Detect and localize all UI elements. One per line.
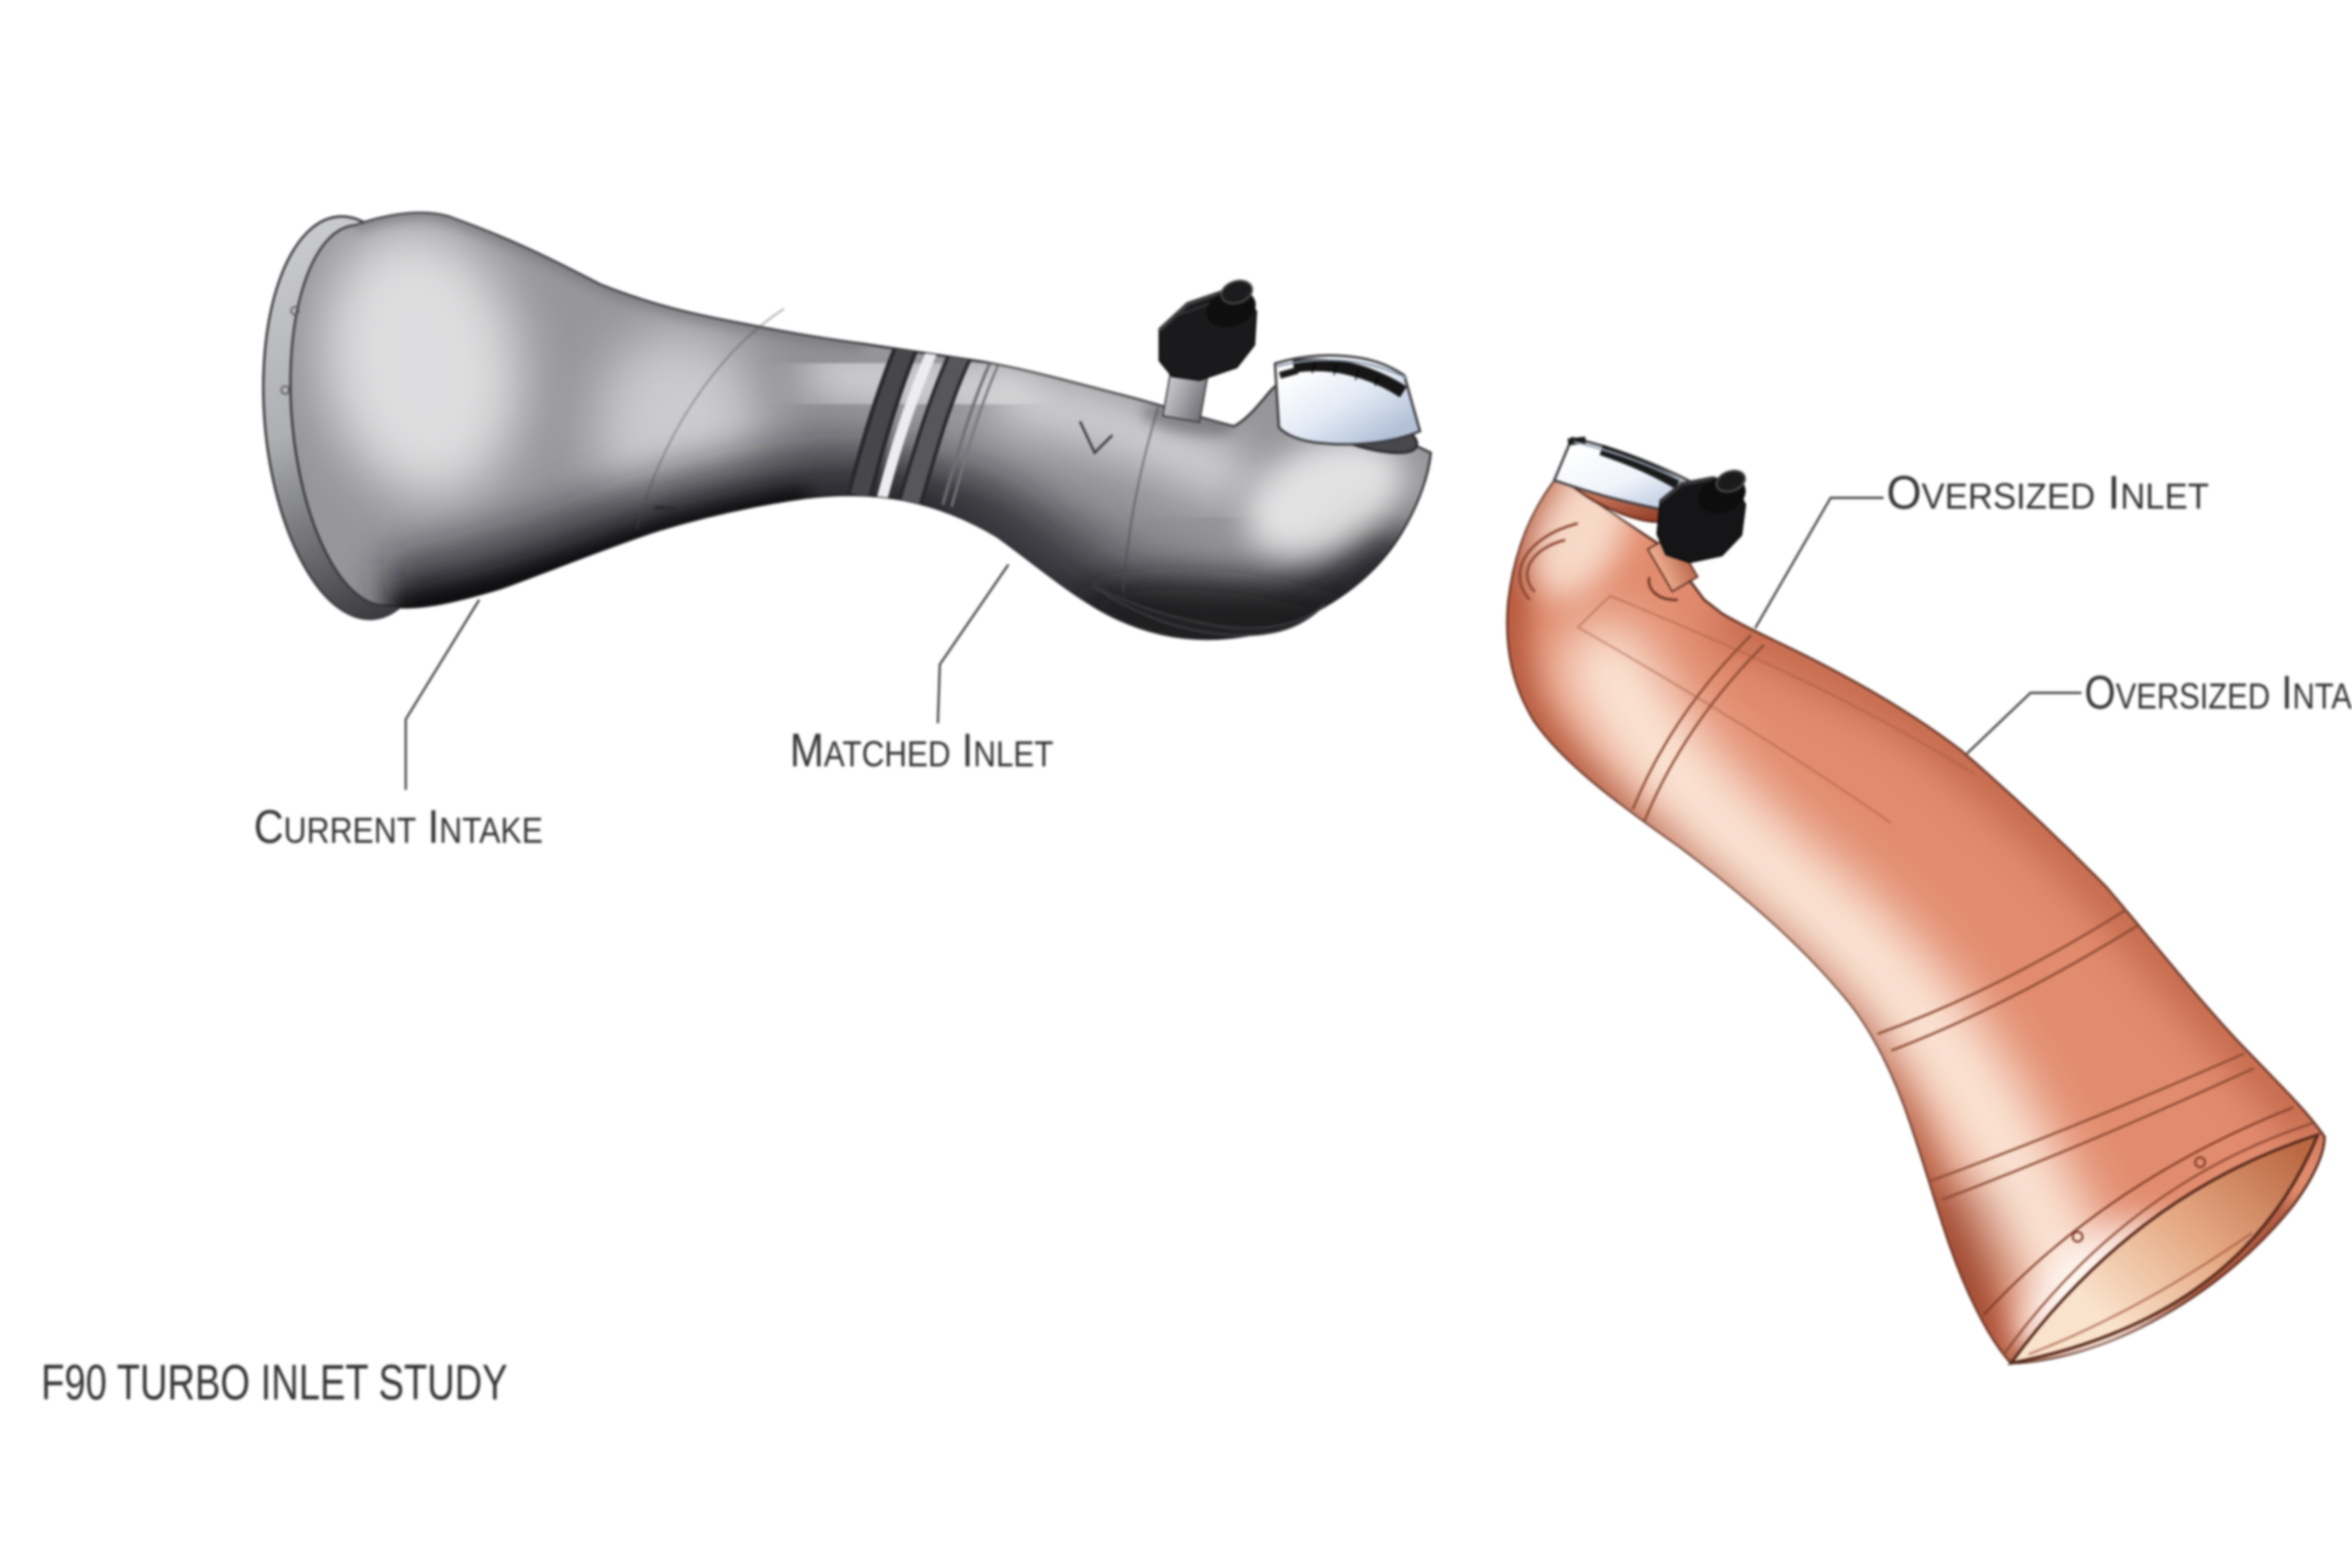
svg-text:MATCHED INLET: MATCHED INLET: [790, 725, 1054, 777]
svg-text:F90 TURBO INLET STUDY: F90 TURBO INLET STUDY: [41, 1354, 508, 1410]
svg-text:CURRENT INTAKE: CURRENT INTAKE: [254, 802, 543, 854]
svg-text:OVERSIZED INTAKE: OVERSIZED INTAKE: [2084, 667, 2352, 719]
svg-text:OVERSIZED INLET: OVERSIZED INLET: [1886, 467, 2209, 519]
